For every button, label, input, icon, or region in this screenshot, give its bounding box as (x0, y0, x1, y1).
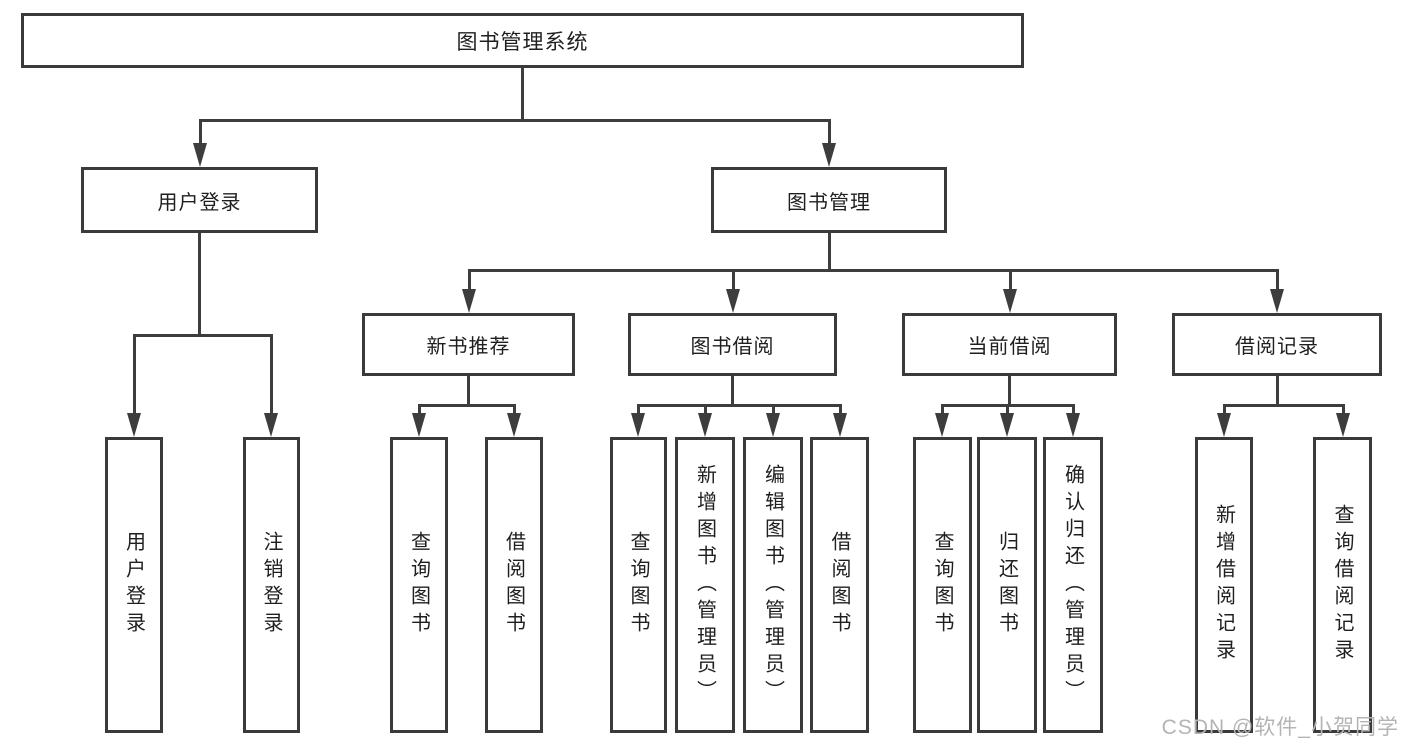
connector-leaf-drop (704, 404, 707, 415)
connector-book-management-rail (468, 269, 1278, 272)
node-return-book: 归还图书 (977, 437, 1037, 733)
connector-leaf-drop (839, 404, 842, 415)
arrow-down-icon (264, 413, 278, 437)
arrow-down-icon (1003, 289, 1017, 313)
arrow-down-icon (1066, 413, 1080, 437)
arrow-down-icon (833, 413, 847, 437)
node-borrow-books-recommend: 借阅图书 (485, 437, 543, 733)
arrow-down-icon (1000, 413, 1014, 437)
arrow-down-icon (507, 413, 521, 437)
arrow-down-icon (698, 413, 712, 437)
connector-leaf-drop (941, 404, 944, 415)
connector-user-login-rail (133, 334, 272, 337)
connector-new-book-rail (418, 404, 516, 407)
node-book-management: 图书管理 (711, 167, 947, 233)
connector-leaf-drop (133, 334, 136, 415)
connector-level3-drop (468, 269, 471, 291)
connector-leaf-drop (637, 404, 640, 415)
node-borrowing-records: 借阅记录 (1172, 313, 1382, 376)
arrow-down-icon (822, 143, 836, 167)
node-current-borrowing: 当前借阅 (902, 313, 1117, 376)
leaf-label: 归还图书 (995, 531, 1018, 639)
leaf-label: 查询图书 (407, 531, 430, 639)
connector-leaf-drop (513, 404, 516, 415)
connector-book-management-drop (828, 119, 831, 146)
node-query-books-recommend: 查询图书 (390, 437, 448, 733)
node-edit-book-admin: 编辑图书（管理员） (743, 437, 803, 733)
node-new-book-recommendation: 新书推荐 (362, 313, 575, 376)
connector-root-rail (199, 119, 831, 122)
connector-current-borrowing-stem (1008, 375, 1011, 406)
connector-level3-drop (732, 269, 735, 291)
leaf-label: 新增图书（管理员） (693, 463, 716, 707)
arrow-down-icon (726, 289, 740, 313)
arrow-down-icon (1217, 413, 1231, 437)
connector-leaf-drop (1006, 404, 1009, 415)
leaf-label: 借阅图书 (828, 531, 850, 639)
arrow-down-icon (412, 413, 426, 437)
connector-new-book-stem (467, 375, 470, 406)
connector-book-borrowing-rail (637, 404, 841, 407)
connector-borrowing-records-rail (1223, 404, 1345, 407)
node-query-books-current: 查询图书 (913, 437, 972, 733)
connector-level3-drop (1009, 269, 1012, 291)
connector-leaf-drop (270, 334, 273, 415)
arrow-down-icon (127, 413, 141, 437)
connector-user-login-stem (198, 233, 201, 336)
node-user-login: 用户登录 (81, 167, 318, 233)
connector-root-stem (521, 68, 524, 122)
node-book-borrowing: 图书借阅 (628, 313, 837, 376)
arrow-down-icon (935, 413, 949, 437)
leaf-label: 查询借阅记录 (1331, 504, 1353, 666)
node-query-books-borrowing: 查询图书 (610, 437, 667, 733)
leaf-label: 查询图书 (931, 531, 953, 639)
connector-book-borrowing-stem (731, 375, 734, 406)
connector-leaf-drop (1342, 404, 1345, 415)
node-query-borrow-record: 查询借阅记录 (1313, 437, 1372, 733)
connector-leaf-drop (418, 404, 421, 415)
connector-leaf-drop (1072, 404, 1075, 415)
connector-user-login-drop (199, 119, 202, 146)
connector-book-management-stem (828, 233, 831, 271)
arrow-down-icon (766, 413, 780, 437)
leaf-label: 注销登录 (260, 531, 282, 639)
node-logout: 注销登录 (243, 437, 300, 733)
arrow-down-icon (1336, 413, 1350, 437)
node-add-book-admin: 新增图书（管理员） (675, 437, 735, 733)
arrow-down-icon (462, 289, 476, 313)
arrow-down-icon (1270, 289, 1284, 313)
watermark: CSDN @软件_小贺同学 (1161, 716, 1399, 739)
arrow-down-icon (193, 143, 207, 167)
connector-level3-drop (1276, 269, 1279, 291)
leaf-label: 用户登录 (122, 531, 145, 639)
leaf-label: 借阅图书 (502, 531, 525, 639)
leaf-label: 编辑图书（管理员） (761, 463, 784, 707)
node-confirm-return-admin: 确认归还（管理员） (1043, 437, 1103, 733)
connector-leaf-drop (1223, 404, 1226, 415)
leaf-label: 查询图书 (627, 531, 649, 639)
node-user-login-leaf: 用户登录 (105, 437, 163, 733)
connector-leaf-drop (772, 404, 775, 415)
node-library-management-system: 图书管理系统 (21, 13, 1024, 68)
node-add-borrow-record: 新增借阅记录 (1195, 437, 1253, 733)
leaf-label: 新增借阅记录 (1212, 504, 1235, 666)
leaf-label: 确认归还（管理员） (1061, 463, 1084, 707)
node-borrow-books-borrowing: 借阅图书 (810, 437, 869, 733)
connector-borrowing-records-stem (1276, 375, 1279, 406)
arrow-down-icon (631, 413, 645, 437)
